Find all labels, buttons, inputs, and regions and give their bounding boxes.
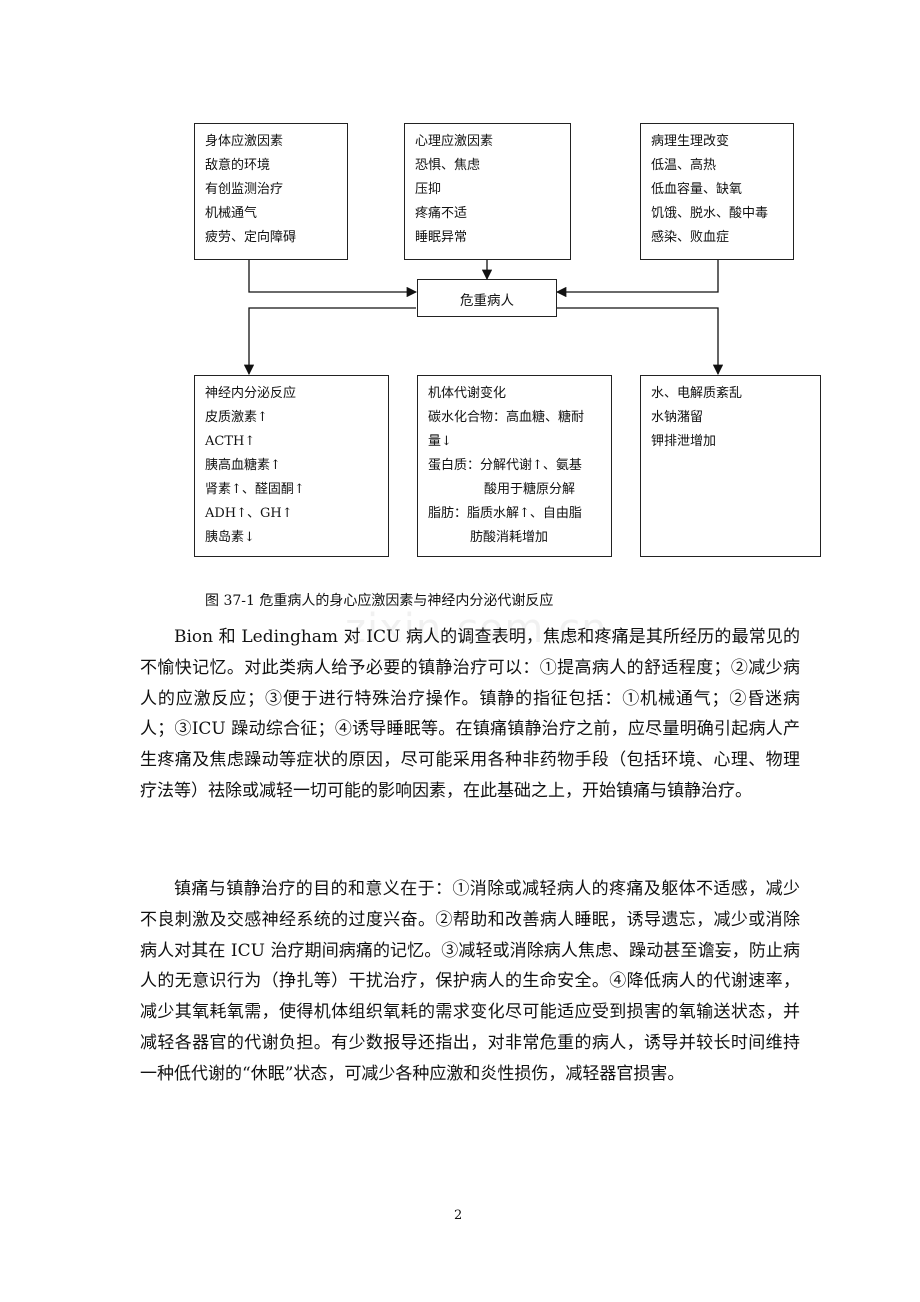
box-line: 疲劳、定向障碍 (205, 230, 297, 245)
box-line: 胰高血糖素↑ (205, 458, 281, 473)
box-line: 钾排泄增加 (651, 434, 717, 449)
box-line: 脂肪：脂质水解↑、自由脂 (428, 506, 582, 521)
box-line: 感染、败血症 (651, 230, 730, 245)
box-line: 酸用于糖原分解 (484, 482, 576, 497)
box-line: 水、电解质紊乱 (651, 386, 743, 401)
box-line: 胰岛素↓ (205, 530, 255, 545)
arrow-patient-to-electrolyte (557, 307, 724, 376)
box-line: 低温、高热 (651, 158, 717, 173)
box-line: ADH↑、GH↑ (205, 506, 293, 521)
box-pathophysiology: 病理生理改变 低温、高热 低血容量、缺氧 饥饿、脱水、酸中毒 感染、败血症 (640, 123, 794, 260)
box-line: 神经内分泌反应 (205, 386, 297, 401)
box-line: 机体代谢变化 (428, 386, 507, 401)
box-line: 饥饿、脱水、酸中毒 (651, 206, 769, 221)
arrow-patient-to-neuro (243, 307, 416, 376)
box-line: 身体应激因素 (205, 134, 284, 149)
body-paragraph-2: 镇痛与镇静治疗的目的和意义在于：①消除或减轻病人的疼痛及躯体不适感，减少不良刺激… (140, 879, 800, 1084)
box-line: 心理应激因素 (415, 134, 494, 149)
box-line: 蛋白质：分解代谢↑、氨基 (428, 458, 582, 473)
box-line: 肾素↑、醛固酮↑ (205, 482, 305, 497)
box-critical-patient: 危重病人 (417, 279, 557, 317)
box-physical-stress: 身体应激因素 敌意的环境 有创监测治疗 机械通气 疲劳、定向障碍 (194, 123, 348, 260)
body-paragraph-1: Bion 和 Ledingham 对 ICU 病人的调查表明，焦虑和疼痛是其所经… (140, 627, 800, 801)
box-psychological-stress: 心理应激因素 恐惧、焦虑 压抑 疼痛不适 睡眠异常 (404, 123, 571, 260)
arrow-patho-to-patient (555, 260, 719, 298)
box-line: 恐惧、焦虑 (415, 158, 481, 173)
box-line: 疼痛不适 (415, 206, 468, 221)
box-line: 碳水化合物：高血糖、糖耐 (428, 410, 585, 425)
arrow-physical-to-patient (248, 260, 418, 298)
figure-caption: 图 37-1 危重病人的身心应激因素与神经内分泌代谢反应 (205, 593, 554, 609)
box-line: 量↓ (428, 434, 452, 449)
box-line: 有创监测治疗 (205, 182, 284, 197)
box-line: 皮质激素↑ (205, 410, 268, 425)
box-metabolic-change: 机体代谢变化 碳水化合物：高血糖、糖耐 量↓ 蛋白质：分解代谢↑、氨基 酸用于糖… (417, 375, 612, 557)
box-electrolyte: 水、电解质紊乱 水钠潴留 钾排泄增加 (640, 375, 821, 557)
box-line: 机械通气 (205, 206, 258, 221)
page-number: 2 (454, 1208, 463, 1223)
box-line: 肪酸消耗增加 (470, 530, 549, 545)
box-line: 敌意的环境 (205, 158, 271, 173)
box-neuroendocrine: 神经内分泌反应 皮质激素↑ ACTH↑ 胰高血糖素↑ 肾素↑、醛固酮↑ ADH↑… (194, 375, 389, 557)
box-line: 睡眠异常 (415, 230, 468, 245)
center-label: 危重病人 (460, 293, 514, 309)
box-line: 压抑 (415, 182, 442, 197)
box-line: 水钠潴留 (651, 410, 704, 425)
box-line: 病理生理改变 (651, 134, 730, 149)
box-line: 低血容量、缺氧 (651, 182, 743, 197)
box-line: ACTH↑ (205, 434, 256, 449)
